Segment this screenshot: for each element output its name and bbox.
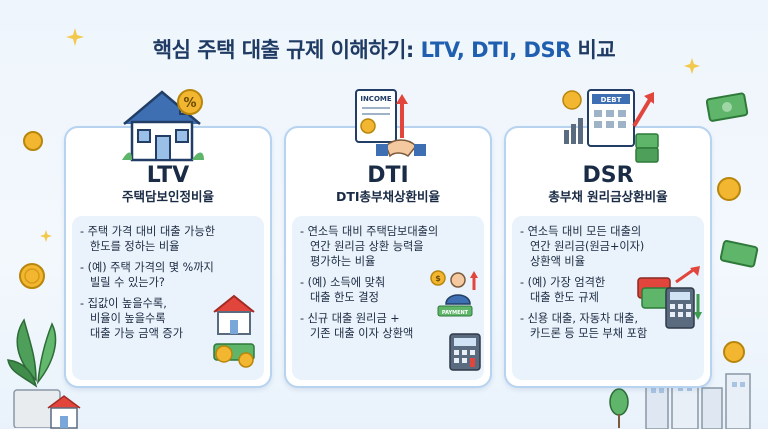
debt-chart-icon: DEBT xyxy=(562,89,659,163)
bullet-item: 주택 가격 대비 대출 가능한 한도를 정하는 비율 xyxy=(80,224,258,254)
title-prefix: 핵심 주택 대출 규제 이해하기: xyxy=(152,38,421,62)
bullet-item: (예) 가장 엄격한 대출 한도 규제 xyxy=(520,275,698,305)
percent-icon: % xyxy=(177,89,203,115)
sparkle-icon xyxy=(40,230,52,242)
bullet-item: 연소득 대비 모든 대출의 연간 원리금(원금+이자) 상환액 비율 xyxy=(520,224,698,269)
coin-icon xyxy=(723,341,745,363)
bullet-item: (예) 소득에 맞춰 대출 한도 결정 xyxy=(300,275,478,305)
house-icon xyxy=(47,395,81,429)
sparkle-icon xyxy=(684,58,700,74)
person-payment-icon: $ PAYMENT xyxy=(430,270,478,317)
money-bill-icon xyxy=(706,92,749,122)
card-abbr: DTI xyxy=(367,163,409,188)
money-bill-icon xyxy=(720,240,759,268)
card-body: 연소득 대비 모든 대출의 연간 원리금(원금+이자) 상환액 비율 (예) 가… xyxy=(512,216,704,380)
card-header: DSR 총부채 원리금상환비율 xyxy=(506,164,710,208)
house-money-icon xyxy=(213,294,255,368)
house-icon xyxy=(122,90,204,162)
card-abbr: LTV xyxy=(146,163,190,188)
title-suffix: 비교 xyxy=(570,38,616,62)
income-label: INCOME xyxy=(360,95,392,103)
bullet-list: 연소득 대비 주택담보대출의 연간 원리금 상환 능력을 평가하는 비율 (예)… xyxy=(292,216,484,341)
bullet-list: 연소득 대비 모든 대출의 연간 원리금(원금+이자) 상환액 비율 (예) 가… xyxy=(512,216,704,341)
page-title: 핵심 주택 대출 규제 이해하기: LTV, DTI, DSR 비교 xyxy=(0,34,768,64)
bullet-item: (예) 주택 가격의 몇 %까지 빌릴 수 있는가? xyxy=(80,260,258,290)
debt-label: DEBT xyxy=(601,96,622,104)
payment-label: PAYMENT xyxy=(442,310,469,316)
card-header: DTI DTI총부채상환비율 xyxy=(286,164,490,208)
card-dsr: DSR 총부채 원리금상환비율 연소득 대비 모든 대출의 연간 원리금(원금+… xyxy=(504,126,712,388)
income-handshake-icon: INCOME xyxy=(355,89,426,158)
card-full-name: DTI총부채상환비율 xyxy=(335,189,441,204)
card-abbr: DSR xyxy=(582,163,634,188)
bullet-list: 주택 가격 대비 대출 가능한 한도를 정하는 비율 (예) 주택 가격의 몇 … xyxy=(72,216,264,341)
credit-card-calculator-icon xyxy=(637,266,702,329)
tree-icon xyxy=(609,388,629,428)
card-header: LTV 주택담보인정비율 xyxy=(66,164,270,208)
sparkle-icon xyxy=(66,28,84,46)
calculator-icon xyxy=(449,333,481,371)
percent-label: % xyxy=(183,96,196,111)
potted-plant-icon xyxy=(7,318,61,428)
coin-icon xyxy=(19,263,45,289)
coin-icon xyxy=(717,177,741,201)
coin-icon xyxy=(23,131,43,151)
card-full-name: 총부채 원리금상환비율 xyxy=(548,189,668,204)
bullet-item: 연소득 대비 주택담보대출의 연간 원리금 상환 능력을 평가하는 비율 xyxy=(300,224,478,269)
bullet-item: 신용 대출, 자동차 대출, 카드론 등 모든 부채 포함 xyxy=(520,311,698,341)
title-highlight: LTV, DTI, DSR xyxy=(420,38,572,62)
bullet-item: 집값이 높을수록, 비율이 높을수록 대출 가능 금액 증가 xyxy=(80,296,258,341)
dollar-label: $ xyxy=(435,274,441,283)
bullet-item: 신규 대출 원리금 + 기존 대출 이자 상환액 xyxy=(300,311,478,341)
card-full-name: 주택담보인정비율 xyxy=(121,189,214,204)
